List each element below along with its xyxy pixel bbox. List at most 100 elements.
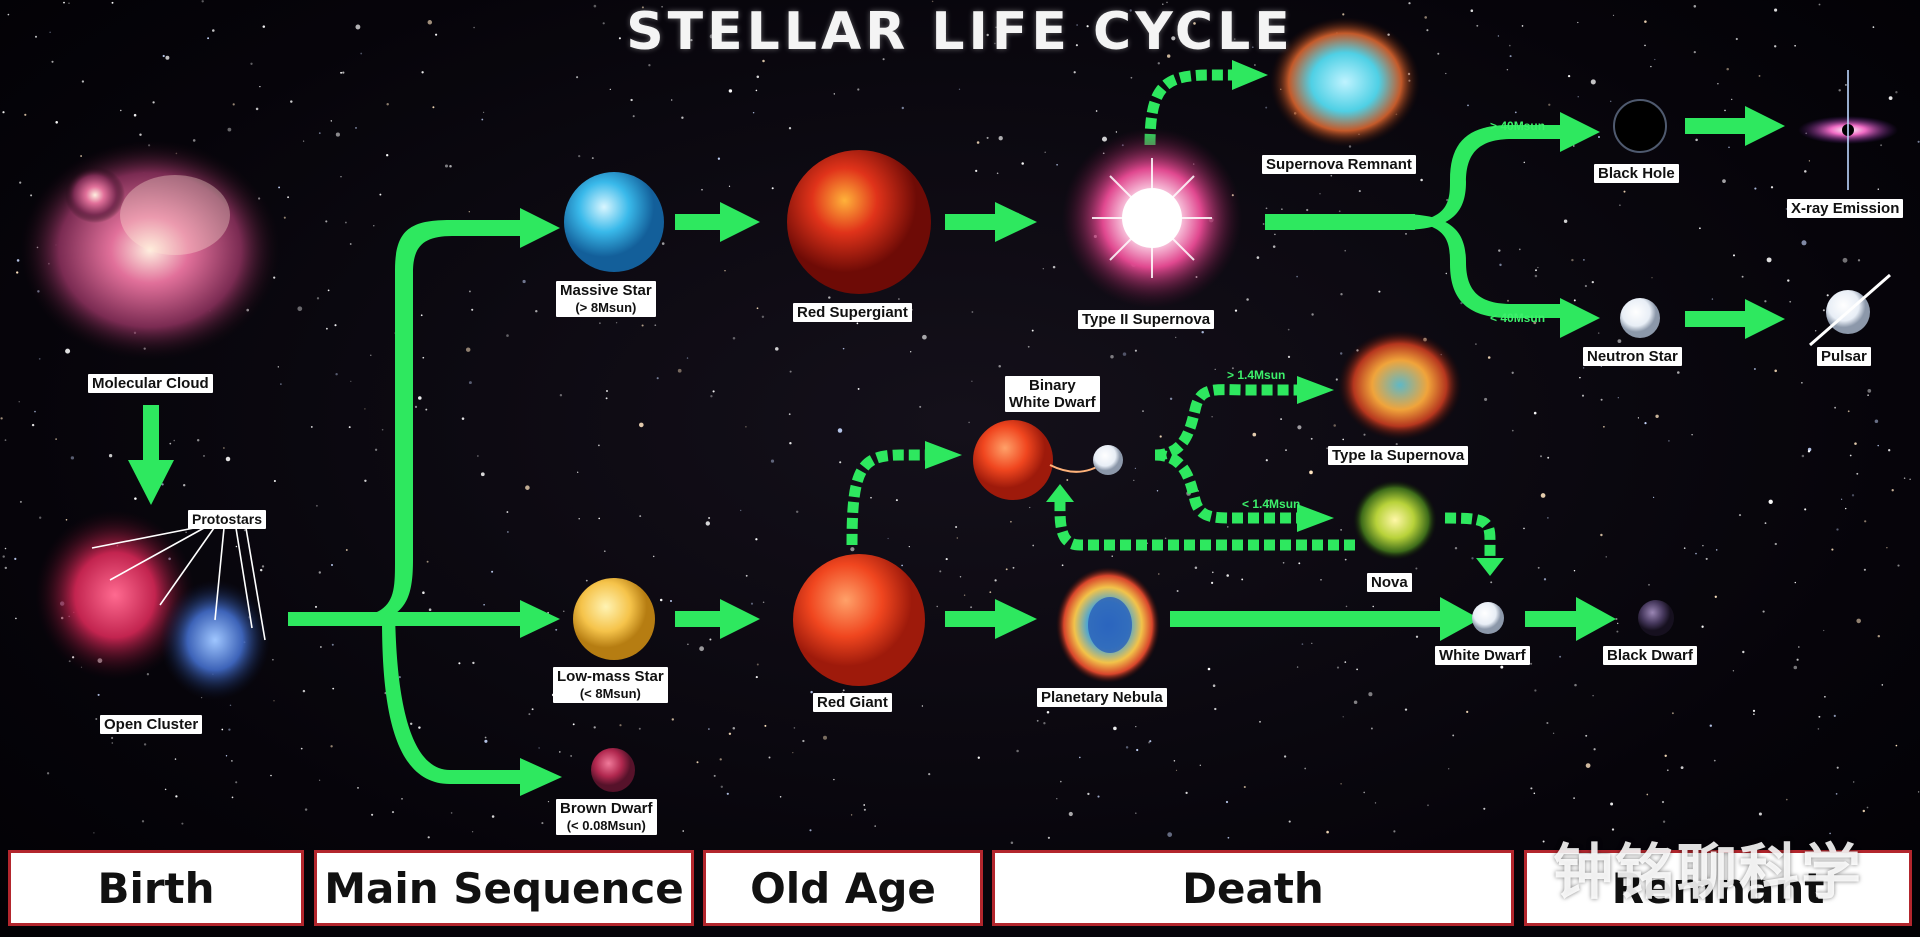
background-star	[1834, 406, 1836, 409]
background-star	[1880, 144, 1883, 147]
background-star	[1534, 274, 1538, 278]
red-supergiant-image	[787, 150, 931, 294]
background-star	[1467, 104, 1469, 107]
background-star	[225, 456, 231, 462]
background-star	[1272, 245, 1276, 248]
background-star	[1265, 459, 1268, 462]
background-star	[745, 574, 748, 577]
background-star	[174, 758, 177, 760]
background-star	[971, 380, 973, 382]
background-star	[977, 756, 980, 759]
background-star	[1211, 581, 1214, 585]
background-star	[250, 62, 253, 65]
background-star	[788, 127, 792, 130]
background-star	[1060, 780, 1062, 783]
background-star	[1823, 629, 1825, 632]
background-star	[936, 605, 938, 608]
background-star	[1330, 174, 1333, 177]
background-star	[882, 58, 885, 61]
background-star	[1742, 650, 1745, 654]
background-star	[599, 322, 601, 325]
background-star	[1287, 355, 1291, 359]
background-star	[1617, 622, 1619, 625]
background-star	[35, 35, 37, 38]
background-star	[1265, 106, 1268, 109]
label-massive-star: Massive Star (> 8Msun)	[556, 281, 656, 317]
background-star	[1490, 581, 1493, 584]
background-star	[1583, 259, 1585, 261]
background-star	[1654, 58, 1656, 61]
background-star	[1785, 798, 1788, 801]
background-star	[465, 347, 471, 352]
background-star	[717, 157, 721, 160]
background-star	[340, 176, 342, 178]
background-star	[1252, 432, 1257, 437]
background-star	[1552, 732, 1555, 734]
background-star	[1173, 760, 1176, 762]
background-star	[14, 557, 17, 561]
background-star	[724, 270, 726, 272]
background-star	[1612, 14, 1615, 17]
background-star	[483, 604, 485, 606]
background-star	[506, 511, 509, 513]
stage-birth: Birth	[8, 850, 304, 926]
background-star	[1111, 555, 1113, 557]
background-star	[1573, 569, 1576, 572]
background-star	[1600, 533, 1603, 537]
background-star	[1715, 549, 1718, 551]
background-star	[1891, 489, 1894, 492]
xray-emission-image	[1798, 70, 1898, 190]
background-star	[228, 728, 231, 731]
background-star	[152, 101, 155, 104]
background-star	[1680, 766, 1684, 770]
background-star	[1344, 558, 1347, 561]
background-star	[1268, 500, 1270, 502]
background-star	[994, 579, 997, 582]
background-star	[842, 347, 845, 350]
label-black-hole: Black Hole	[1594, 164, 1679, 183]
background-star	[1534, 689, 1537, 692]
background-star	[1167, 832, 1173, 837]
binary-white-dwarf-line1: Binary	[1028, 377, 1076, 394]
background-star	[1500, 665, 1504, 669]
background-star	[641, 324, 644, 327]
background-star	[355, 24, 361, 30]
low-mass-star-mass: (< 8Msun)	[579, 686, 641, 701]
background-star	[302, 689, 306, 693]
background-star	[1509, 55, 1512, 58]
background-star	[671, 718, 675, 721]
background-star	[975, 169, 978, 173]
label-low-mass-star: Low-mass Star (< 8Msun)	[553, 667, 668, 703]
background-star	[428, 608, 432, 611]
background-star	[756, 307, 759, 310]
background-star	[314, 605, 318, 608]
background-star	[1856, 618, 1861, 624]
background-star	[1333, 424, 1336, 427]
background-star	[1717, 83, 1719, 85]
background-star	[1136, 748, 1139, 752]
background-star	[1298, 562, 1301, 565]
background-star	[535, 309, 538, 313]
background-star	[1497, 35, 1500, 37]
background-star	[1342, 716, 1344, 718]
background-star	[901, 106, 904, 110]
background-star	[506, 334, 509, 337]
background-star	[1754, 187, 1757, 190]
background-star	[1340, 782, 1342, 785]
background-star	[371, 813, 374, 816]
background-star	[277, 366, 279, 368]
background-star	[2, 111, 5, 114]
background-star	[133, 113, 137, 117]
label-binary-white-dwarf: Binary White Dwarf	[1005, 376, 1100, 412]
background-star	[1446, 198, 1449, 202]
background-star	[919, 405, 922, 408]
path-label-gt-1-4: > 1.4Msun	[1227, 368, 1286, 382]
background-star	[1511, 371, 1514, 374]
background-star	[1793, 665, 1798, 670]
background-star	[300, 747, 303, 750]
background-star	[1470, 9, 1474, 12]
background-star	[348, 426, 351, 429]
background-star	[483, 111, 485, 113]
background-star	[1056, 163, 1058, 166]
background-star	[1877, 444, 1879, 447]
